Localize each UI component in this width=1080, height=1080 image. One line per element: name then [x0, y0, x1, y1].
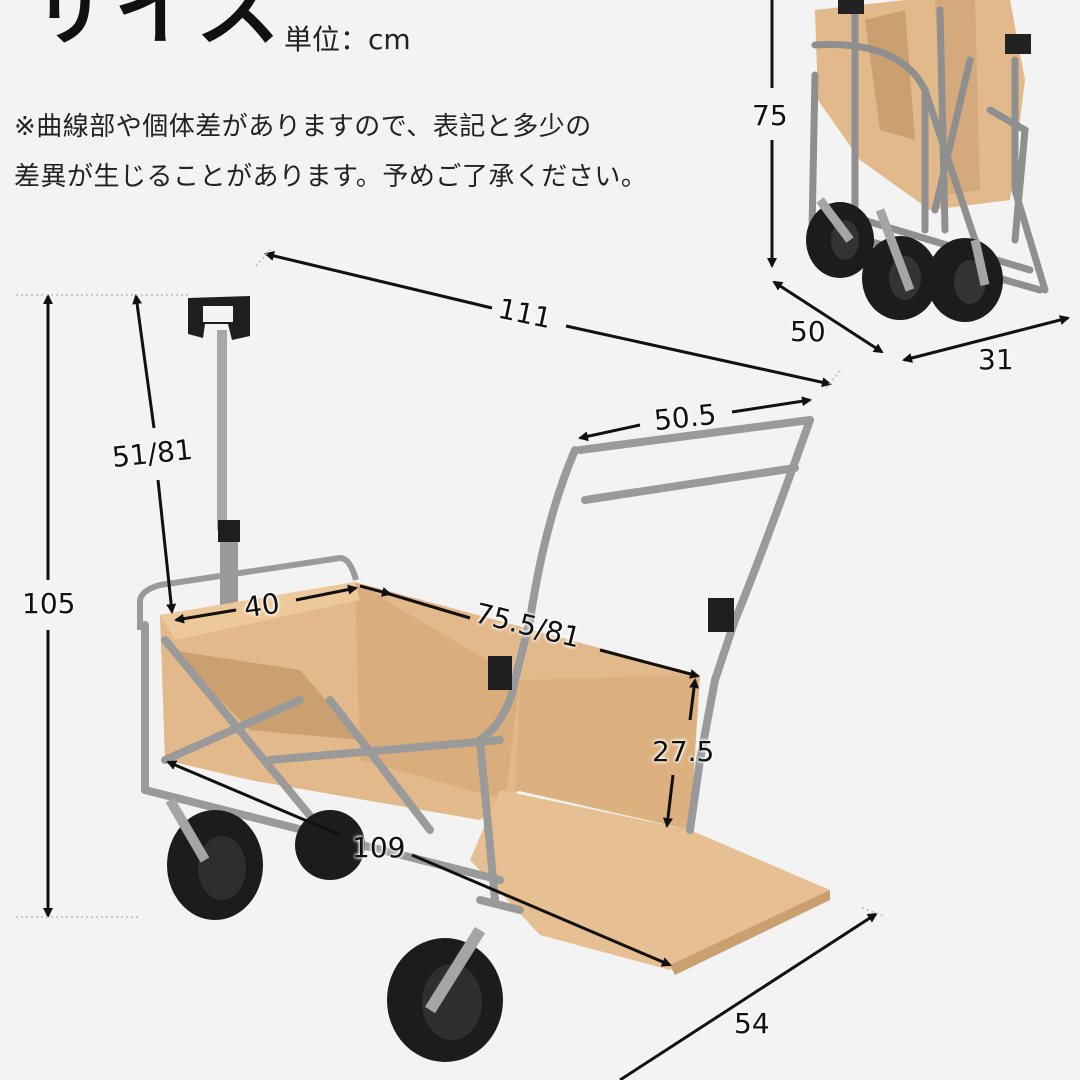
open-wagon-image — [137, 296, 830, 1062]
total-height-label: 105 — [22, 587, 76, 620]
guide-lines — [16, 247, 885, 918]
folded-height-label: 75 — [752, 99, 788, 132]
handle-extension-label: 51/81 — [110, 432, 195, 475]
disclaimer-line-1: ※曲線部や個体差がありますので、表記と多少の — [14, 112, 592, 142]
disclaimer-note: ※曲線部や個体差がありますので、表記と多少の 差異が生じることがあります。予めご… — [14, 102, 647, 202]
disclaimer-line-2: 差異が生じることがあります。予めご了承ください。 — [14, 162, 648, 192]
page-title: サイズ — [28, 0, 284, 57]
folded-depth-label: 50 — [790, 315, 826, 348]
rear-frame-width-label: 50.5 — [652, 397, 718, 438]
folded-width-label: 31 — [978, 343, 1014, 376]
unit-label: 単位：cm — [284, 23, 411, 56]
inner-width-label: 40 — [241, 586, 282, 625]
folded-wagon-image — [806, 0, 1049, 322]
floor-length-label: 109 — [352, 831, 406, 864]
overall-width-label: 54 — [734, 1007, 770, 1040]
side-height-label: 27.5 — [652, 735, 715, 768]
dimension-lines — [43, 0, 1070, 1080]
